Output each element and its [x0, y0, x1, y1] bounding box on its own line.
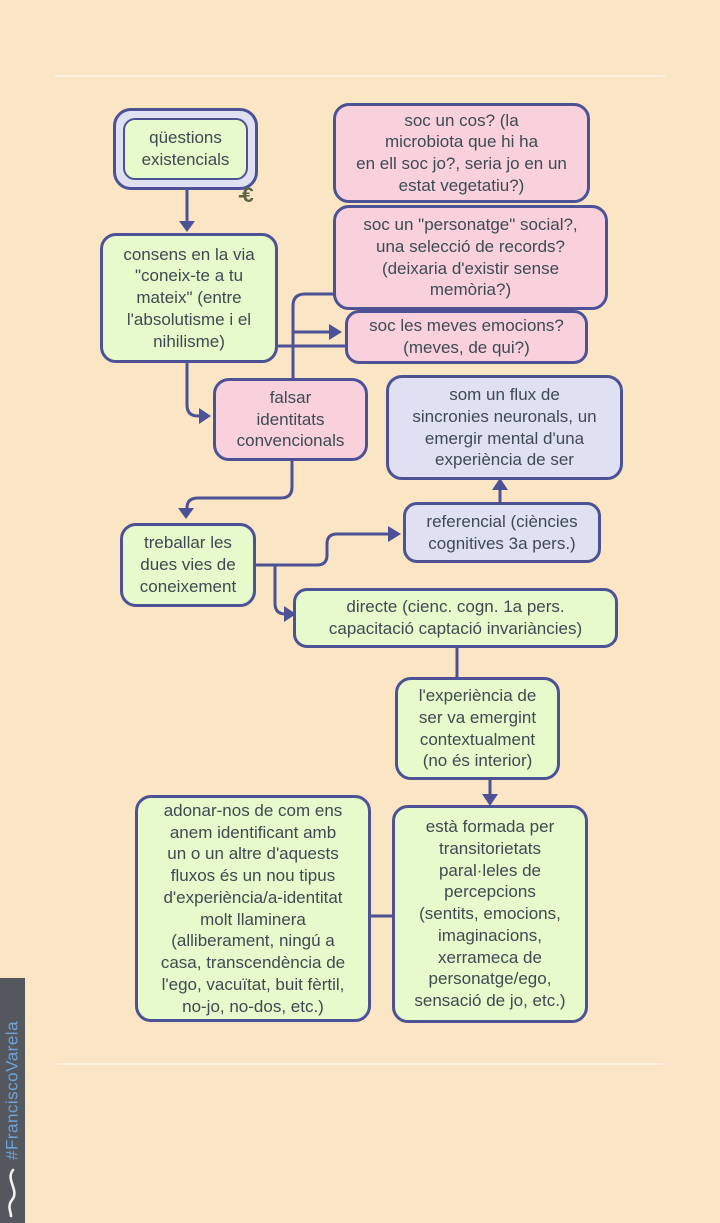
node-falsar-identitats: falsar identitats convencionals: [213, 378, 368, 461]
hashtag-sidebar: #FranciscoVarela: [0, 978, 25, 1223]
top-separator-line: [55, 75, 665, 77]
node-personatge-social: soc un "personatge" social?, una selecci…: [333, 205, 608, 310]
wave-squiggle-icon: [8, 1168, 16, 1218]
hashtag-francisco-varela: #FranciscoVarela: [2, 1020, 22, 1160]
bottom-separator-line: [55, 1063, 665, 1065]
node-referencial: referencial (ciències cognitives 3a pers…: [403, 502, 601, 563]
node-treballar-vies: treballar les dues vies de coneixement: [120, 523, 256, 607]
node-adonar-nos: adonar-nos de com ens anem identificant …: [135, 795, 371, 1022]
node-questions-existencials-label: qüestions existencials: [123, 118, 248, 180]
node-experiencia-ser: l'experiència de ser va emergint context…: [395, 677, 560, 780]
euro-scribble-mark: -€: [238, 184, 254, 207]
node-meves-emocions: soc les meves emocions? (meves, de qui?): [345, 310, 588, 364]
node-questions-existencials: qüestions existencials: [113, 108, 258, 190]
node-soc-un-cos: soc un cos? (la microbiota que hi ha en …: [333, 103, 590, 203]
node-flux-sincronies: som un flux de sincronies neuronals, un …: [386, 375, 623, 480]
node-esta-formada: està formada per transitorietats paral·l…: [392, 805, 588, 1023]
node-directe: directe (cienc. cogn. 1a pers. capacitac…: [293, 588, 618, 648]
node-consens-via: consens en la via "coneix-te a tu mateix…: [100, 233, 278, 363]
